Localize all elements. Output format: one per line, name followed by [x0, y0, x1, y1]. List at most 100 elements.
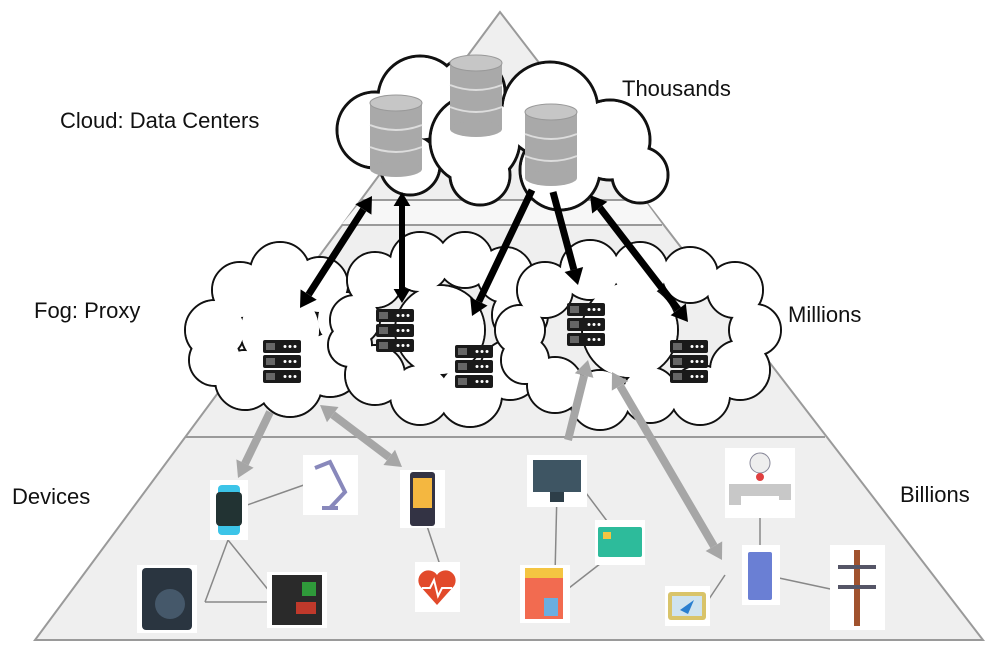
db-top: [449, 54, 503, 72]
server-light: [379, 327, 388, 334]
server-dot: [587, 338, 591, 341]
server-dot: [396, 344, 400, 347]
server-icon: [376, 309, 414, 352]
server-dot: [592, 338, 596, 341]
arrow: [236, 410, 274, 478]
server-dot: [690, 345, 694, 348]
arrow-shaft: [616, 383, 718, 549]
server-dot: [485, 380, 489, 383]
server-dot: [480, 350, 484, 353]
monitor-icon: [533, 460, 581, 492]
gps-pointer: [680, 600, 694, 614]
server-dot: [283, 375, 287, 378]
cloud-fill: [329, 324, 371, 366]
arrow-head: [355, 196, 372, 215]
arrow-head: [705, 541, 723, 560]
server-light: [266, 358, 275, 365]
arrow-head: [590, 195, 608, 214]
arrow-shaft: [330, 411, 392, 461]
server-dot: [695, 375, 699, 378]
db-top: [524, 103, 578, 121]
server-dot: [283, 360, 287, 363]
server-dot: [485, 365, 489, 368]
database-icon: [524, 103, 578, 186]
server-icon: [670, 340, 708, 383]
server-dot: [288, 345, 292, 348]
server-light: [458, 348, 467, 355]
server-light: [458, 378, 467, 385]
cloud-fill: [190, 335, 240, 385]
heart-pulse: [422, 577, 452, 599]
shop-awning: [525, 568, 563, 578]
server-dot: [293, 345, 297, 348]
arrow: [300, 196, 372, 308]
tablet-phone-icon: [748, 552, 772, 600]
arrow: [590, 195, 688, 322]
server-dot: [695, 360, 699, 363]
shop-window: [544, 598, 558, 616]
fog-cloud-1: [184, 241, 374, 418]
arrow-head: [393, 289, 411, 303]
db-body: [370, 103, 422, 169]
server-dot: [700, 345, 704, 348]
server-light: [673, 358, 682, 365]
cloud-fill: [583, 283, 677, 377]
cloud-fill: [259, 354, 321, 416]
db-body: [450, 63, 502, 129]
arrow-shaft: [597, 205, 681, 312]
db-bottom: [370, 161, 422, 177]
server-light: [458, 363, 467, 370]
server-dot: [597, 308, 601, 311]
cloud-fill: [391, 233, 449, 291]
server-light: [570, 321, 579, 328]
db-bottom: [525, 170, 577, 186]
arrow-shaft: [475, 188, 536, 304]
cloud-count-label: Thousands: [622, 76, 731, 101]
server-dot: [485, 350, 489, 353]
db-ring: [369, 124, 423, 131]
arrow-head: [574, 360, 594, 378]
server-dot: [700, 360, 704, 363]
cloud-fill: [613, 148, 667, 202]
arrow: [320, 405, 402, 467]
cloud-label: Cloud: Data Centers: [60, 108, 260, 133]
server-dot: [406, 344, 410, 347]
water-pipe: [729, 484, 791, 505]
server-light: [570, 306, 579, 313]
arrow: [393, 192, 411, 303]
cloud-fill: [663, 248, 717, 302]
server-dot: [293, 360, 297, 363]
server-dot: [592, 308, 596, 311]
server-dot: [690, 360, 694, 363]
server-dot: [396, 329, 400, 332]
arrows: [236, 188, 723, 560]
server-dot: [475, 380, 479, 383]
cloud-fill: [391, 366, 449, 424]
server-dot: [587, 323, 591, 326]
fog-label: Fog: Proxy: [34, 298, 141, 323]
server-dot: [592, 323, 596, 326]
arrow-shaft: [305, 207, 367, 297]
server-dot: [401, 344, 405, 347]
devices-label: Devices: [12, 484, 91, 509]
tier-gap: [342, 201, 662, 224]
arrow: [549, 191, 584, 285]
arrow: [564, 360, 594, 441]
device-link: [204, 539, 229, 603]
server-dot: [597, 338, 601, 341]
server-dot: [480, 365, 484, 368]
server-dot: [288, 360, 292, 363]
arrow-head: [470, 297, 488, 316]
cloud-fill: [451, 146, 509, 204]
server-dot: [406, 314, 410, 317]
database-icon: [449, 54, 503, 137]
arrow-head: [236, 459, 254, 478]
arrow-head: [611, 372, 629, 391]
board-chip: [302, 582, 316, 596]
db-top: [369, 94, 423, 112]
arrow: [470, 188, 536, 316]
arrow-head: [393, 192, 411, 206]
cloud-fill: [561, 241, 619, 299]
server-icon: [567, 303, 605, 346]
db-ring: [524, 133, 578, 140]
